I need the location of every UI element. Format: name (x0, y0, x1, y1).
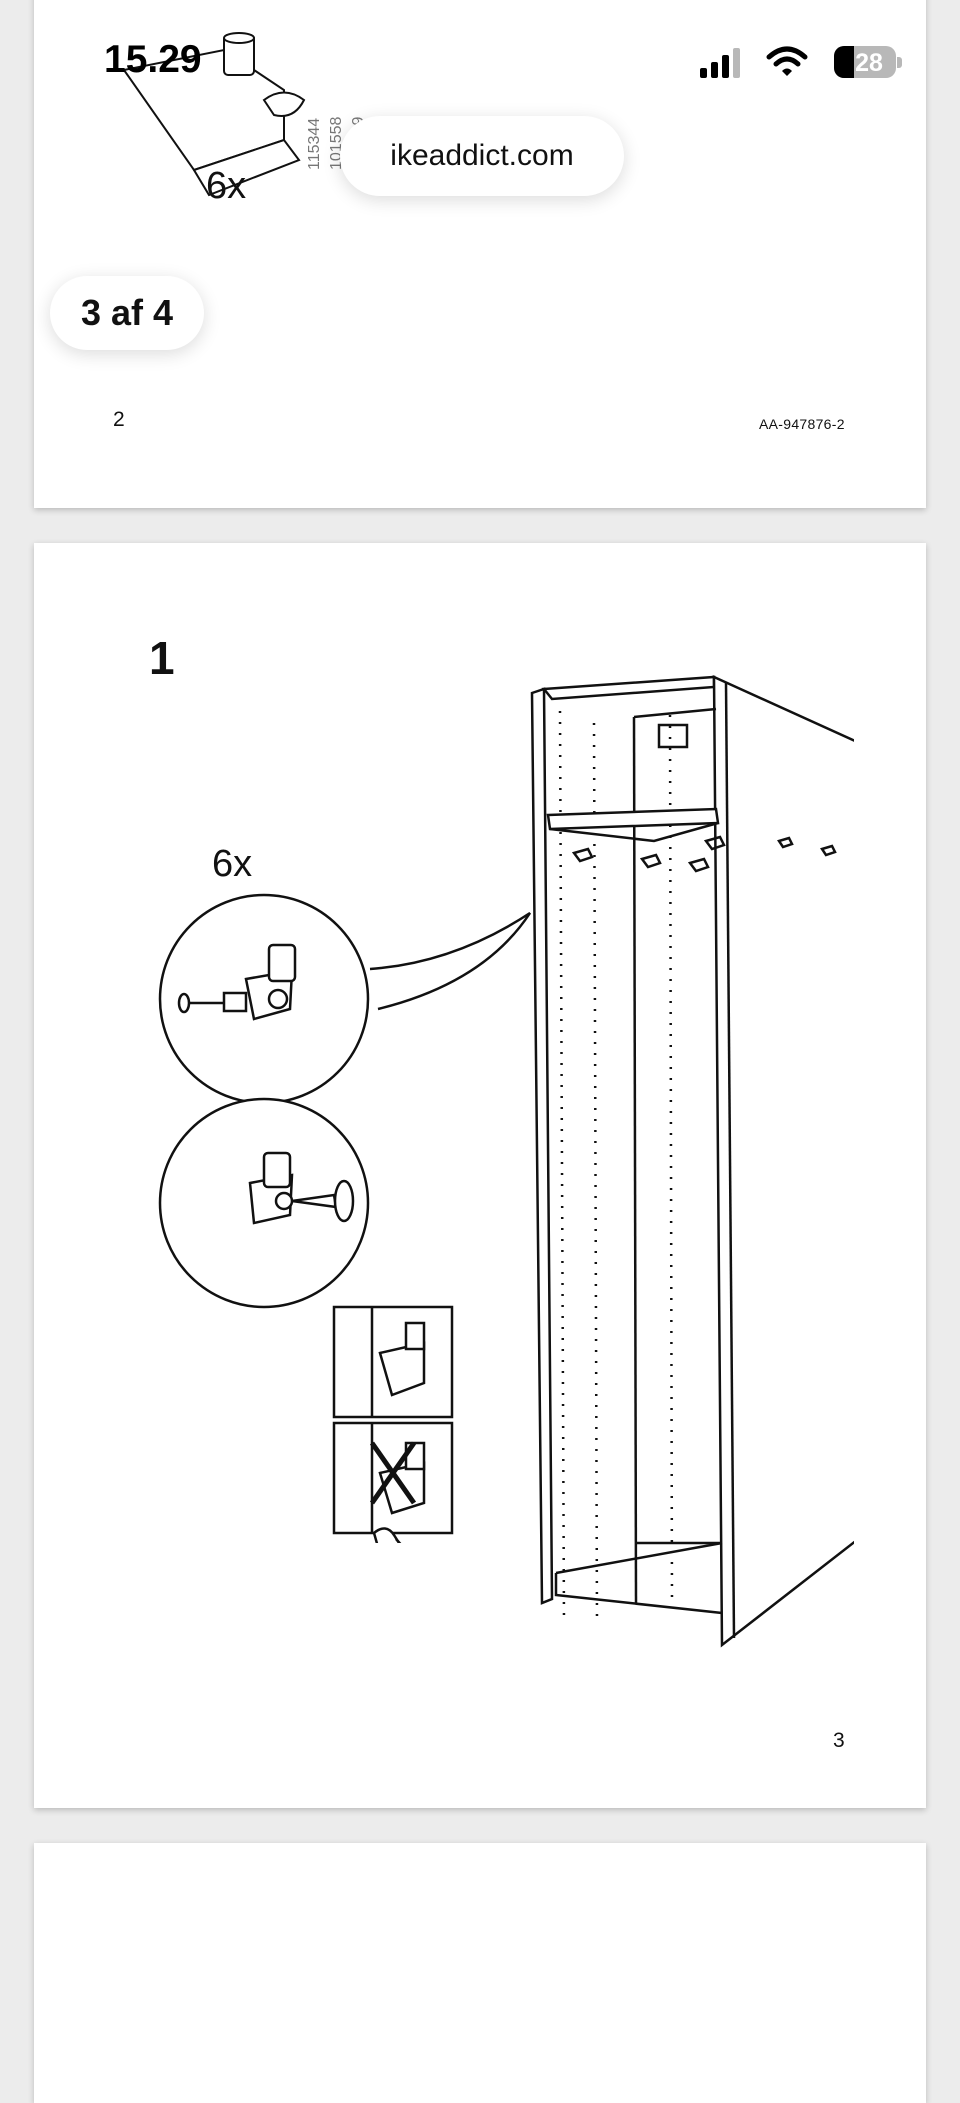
part-quantity: 6x (206, 165, 247, 207)
battery-level: 28 (855, 49, 883, 77)
status-time: 15.29 (104, 38, 202, 81)
page-number: 2 (113, 408, 125, 431)
manual-page-4 (34, 1843, 926, 2103)
step-number: 1 (149, 632, 175, 684)
document-id: AA-947876-2 (759, 416, 845, 432)
page-indicator: 3 af 4 (50, 276, 204, 350)
manual-page-2: 6x 115344 101558 139199 2 AA-947876-2 (34, 0, 926, 508)
part-code: 115344 (306, 117, 323, 170)
wardrobe-frame-illustration (530, 675, 854, 1648)
manual-page-3: 1 (34, 543, 926, 1808)
wifi-icon (766, 46, 808, 76)
page-number: 3 (833, 1729, 845, 1752)
battery-nub (897, 57, 902, 68)
quantity-label: 6x (212, 843, 253, 885)
url-bar[interactable]: ikeaddict.com (340, 116, 624, 196)
shelf-support-illustration (122, 32, 306, 197)
detail-callouts-illustration (158, 893, 532, 1543)
battery-icon: 28 (834, 46, 896, 78)
signal-icon (700, 48, 740, 78)
